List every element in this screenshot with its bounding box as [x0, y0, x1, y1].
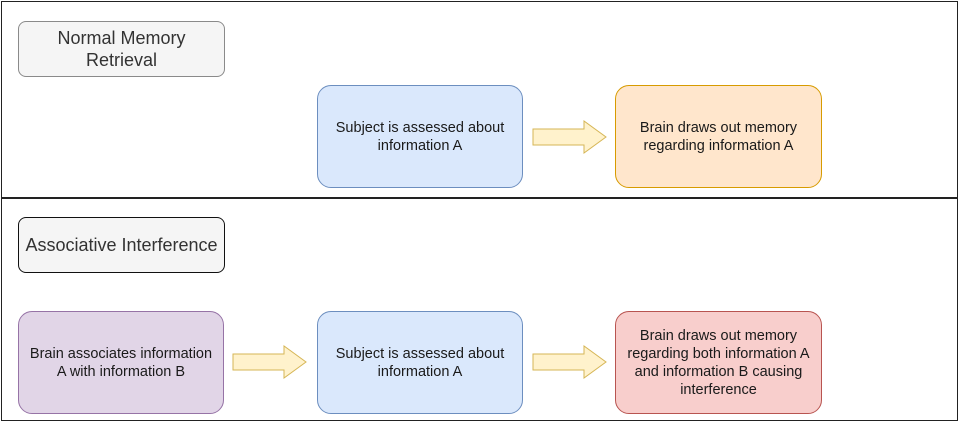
arrow-right-icon	[232, 345, 307, 379]
associate-node: Brain associates information A with info…	[18, 311, 224, 414]
normal-retrieval-title: Normal Memory Retrieval	[18, 21, 225, 77]
associative-interference-title: Associative Interference	[18, 217, 225, 273]
recall-node-interference: Brain draws out memory regarding both in…	[615, 311, 822, 414]
normal-retrieval-title-text: Normal Memory Retrieval	[57, 28, 186, 70]
arrow-right-icon	[532, 345, 607, 379]
assess-node-normal: Subject is assessed about information A	[317, 85, 523, 188]
recall-node-normal-text: Brain draws out memory regarding informa…	[639, 119, 798, 154]
recall-node-normal: Brain draws out memory regarding informa…	[615, 85, 822, 188]
associate-node-text: Brain associates information A with info…	[29, 345, 213, 380]
assess-node-interference: Subject is assessed about information A	[317, 311, 523, 414]
recall-node-interference-text: Brain draws out memory regarding both in…	[627, 327, 810, 398]
assess-node-normal-text: Subject is assessed about information A	[335, 119, 505, 154]
arrow-right-icon	[532, 120, 607, 154]
associative-interference-title-text: Associative Interference	[25, 235, 218, 255]
assess-node-interference-text: Subject is assessed about information A	[335, 345, 505, 380]
